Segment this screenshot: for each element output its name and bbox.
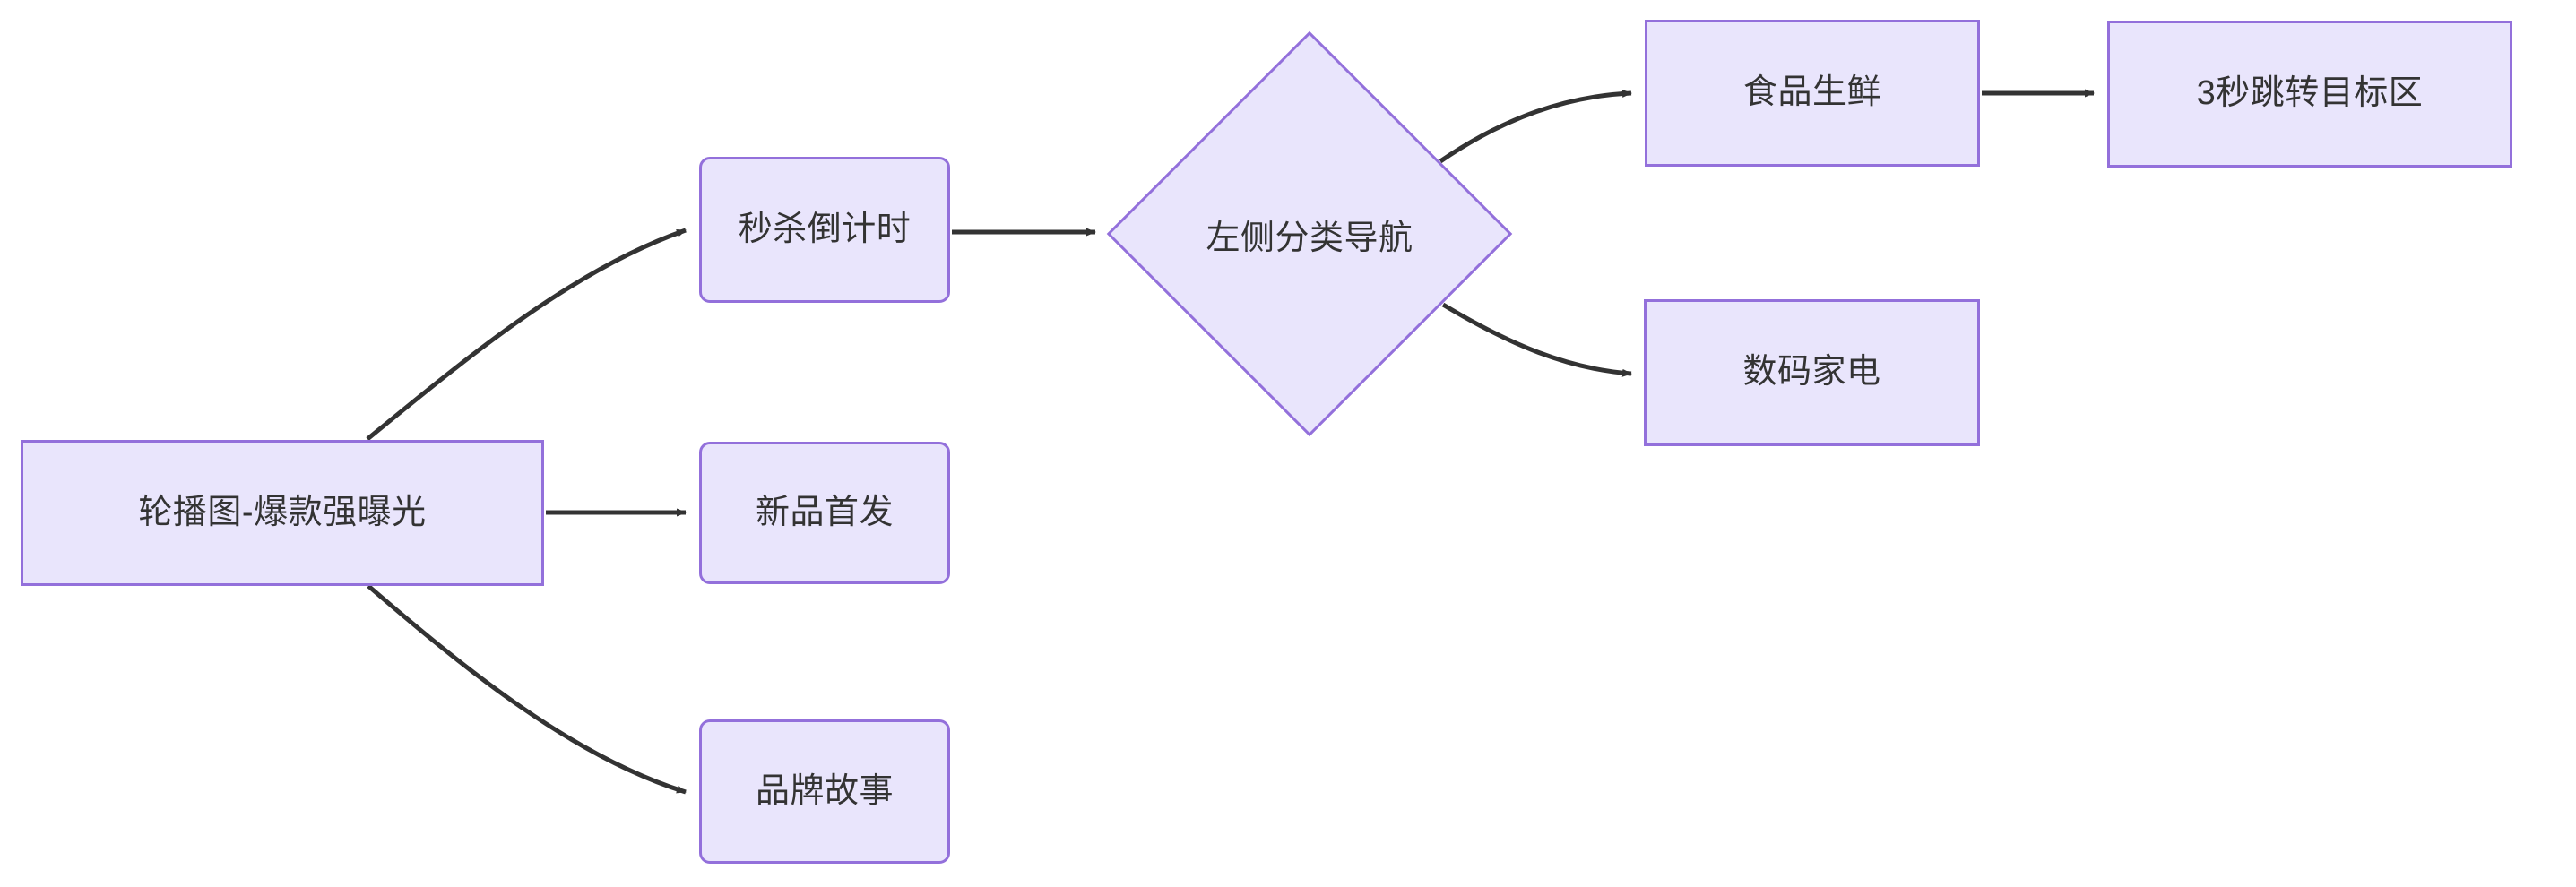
node-seckill-label: 秒杀倒计时 xyxy=(738,210,912,248)
node-carousel[interactable]: 轮播图-爆款强曝光 xyxy=(21,440,544,586)
node-digital-label: 数码家电 xyxy=(1742,353,1881,392)
node-seckill[interactable]: 秒杀倒计时 xyxy=(699,157,950,303)
edge-carousel-to-seckill xyxy=(366,228,687,441)
node-categorynav-label: 左侧分类导航 xyxy=(1206,219,1413,257)
node-brandstory-label: 品牌故事 xyxy=(755,771,894,810)
node-categorynav[interactable]: 左侧分类导航 xyxy=(1106,30,1513,437)
node-food-label: 食品生鲜 xyxy=(1742,73,1881,112)
edge-carousel-to-brandstory xyxy=(367,584,687,795)
node-jump-label: 3秒跳转目标区 xyxy=(2196,74,2424,113)
node-newproduct-label: 新品首发 xyxy=(755,493,894,531)
node-carousel-label: 轮播图-爆款强曝光 xyxy=(138,493,427,531)
node-brandstory[interactable]: 品牌故事 xyxy=(699,719,950,864)
node-newproduct[interactable]: 新品首发 xyxy=(699,442,950,584)
node-digital[interactable]: 数码家电 xyxy=(1644,299,1980,446)
node-food[interactable]: 食品生鲜 xyxy=(1645,20,1980,167)
node-jump[interactable]: 3秒跳转目标区 xyxy=(2107,21,2512,168)
